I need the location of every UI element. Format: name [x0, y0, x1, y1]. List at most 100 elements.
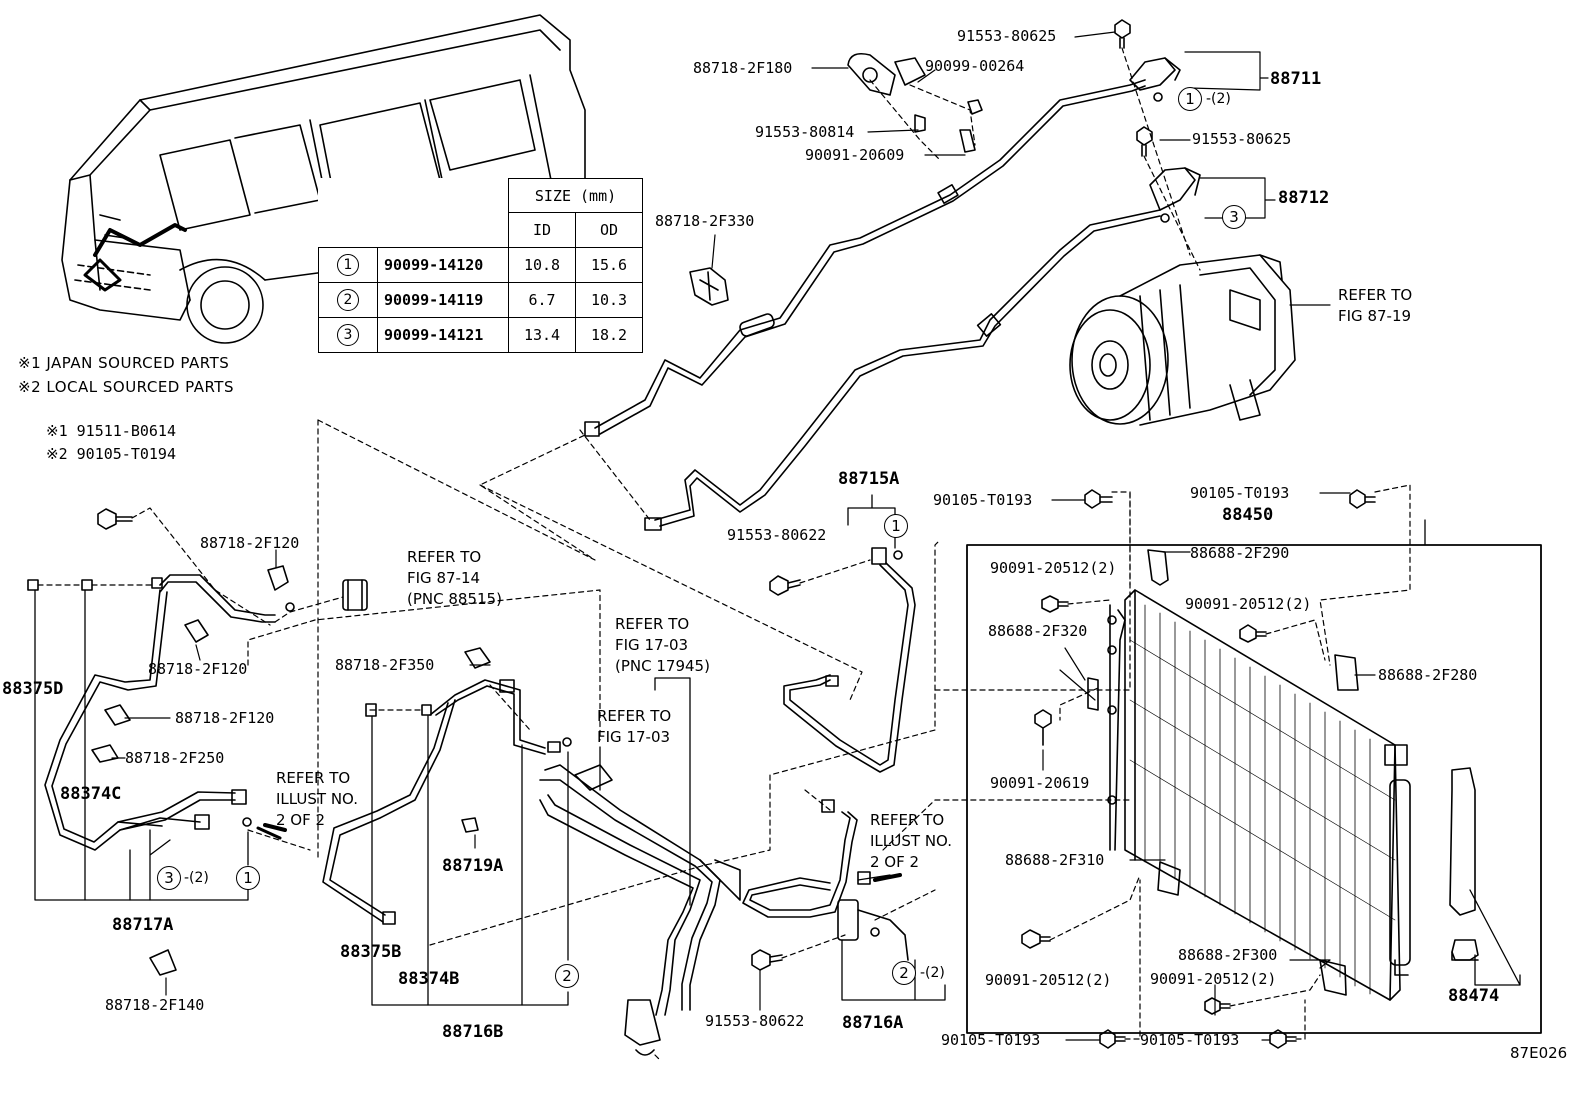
part-label[interactable]: 88716A: [842, 1013, 904, 1033]
part-label[interactable]: 88711: [1270, 69, 1322, 89]
col-od: OD: [575, 212, 643, 248]
part-label[interactable]: 88712: [1278, 188, 1330, 208]
part-label[interactable]: 90091-20609: [805, 146, 905, 164]
part-label[interactable]: 88718-2F180: [693, 59, 793, 77]
part-label[interactable]: 90091-20512(2): [985, 971, 1112, 989]
refer-label: REFER TO: [1338, 286, 1413, 304]
fitting-88711: [1129, 57, 1181, 102]
hose-88712: [584, 209, 1161, 531]
refer-label: REFER TO: [407, 548, 482, 566]
callout-3: 3: [157, 866, 181, 890]
part-label[interactable]: 88718-2F330: [655, 212, 755, 230]
bolts-condenser: [1021, 489, 1376, 1049]
pipe-88715A: [783, 547, 916, 773]
part-label[interactable]: 88450: [1222, 505, 1274, 525]
part-label[interactable]: 90105-T0193: [1190, 484, 1290, 502]
refer-label: REFER TO: [597, 707, 672, 725]
nuts-left: [27, 577, 163, 591]
hose-88711: [594, 79, 1146, 435]
qty-label: -(2): [184, 870, 209, 886]
table-row: 3 90099-14121 13.4 18.2: [318, 316, 643, 353]
part-label[interactable]: ※1 91511-B0614: [46, 422, 176, 440]
clamp-88718-2F330: [689, 267, 729, 306]
refer-label: REFER TO: [615, 615, 690, 633]
table-cell-od: 15.6: [575, 246, 643, 283]
part-label[interactable]: 88718-2F250: [125, 749, 225, 767]
bolt-91553-80622-b: [751, 934, 846, 1011]
filter-88474: [1449, 767, 1521, 986]
figure-id: 87E026: [1510, 1044, 1568, 1062]
part-label[interactable]: 88375D: [2, 679, 64, 699]
refer-label: ILLUST NO.: [276, 790, 359, 808]
part-label[interactable]: 88719A: [442, 856, 504, 876]
part-label[interactable]: 88688-2F280: [1378, 666, 1478, 684]
part-label[interactable]: 88718-2F350: [335, 656, 435, 674]
part-label[interactable]: 91553-80622: [705, 1012, 805, 1030]
refer-label: FIG 17-03: [615, 636, 689, 654]
part-label[interactable]: 90105-T0193: [1140, 1031, 1240, 1049]
part-label[interactable]: 91553-80625: [957, 27, 1057, 45]
callout-1: 1: [1178, 87, 1202, 111]
part-label[interactable]: 88688-2F320: [988, 622, 1088, 640]
table-cell-part: 90099-14119: [377, 281, 509, 318]
part-label[interactable]: 88374C: [60, 784, 122, 804]
refer-label: FIG 87-19: [1338, 307, 1412, 325]
part-label[interactable]: 90091-20512(2): [1150, 970, 1277, 988]
table-cell-od: 10.3: [575, 281, 643, 318]
size-header: SIZE (mm): [508, 178, 643, 213]
part-label[interactable]: 88375B: [340, 942, 402, 962]
refer-label: FIG 87-14: [407, 569, 481, 587]
hose-88374B: [322, 679, 572, 925]
callout-number: 1: [337, 253, 359, 276]
table-row: 1 90099-14120 10.8 15.6: [318, 246, 643, 283]
part-label[interactable]: 88716B: [442, 1022, 504, 1042]
leader-lines: [111, 31, 1376, 1041]
part-label[interactable]: 88718-2F120: [175, 709, 275, 727]
refer-label: FIG 17-03: [597, 728, 671, 746]
bolt-91553-80622-a: [769, 559, 871, 596]
part-label[interactable]: 91553-80622: [727, 526, 827, 544]
refer-label: REFER TO: [276, 769, 351, 787]
part-label[interactable]: 90091-20512(2): [1185, 595, 1312, 613]
part-label[interactable]: 90105-T0193: [941, 1031, 1041, 1049]
refer-label: 2 OF 2: [276, 811, 326, 829]
part-label[interactable]: 88718-2F140: [105, 996, 205, 1014]
refer-label: ILLUST NO.: [870, 832, 953, 850]
hose-size-table: SIZE (mm) ID OD 1 90099-14120 10.8 15.6 …: [318, 178, 643, 353]
qty-label: -(2): [1206, 91, 1231, 107]
table-cell-id: 6.7: [508, 281, 576, 318]
table-cell-id: 13.4: [508, 316, 576, 353]
callout-1: 1: [884, 514, 908, 538]
part-label[interactable]: 88688-2F310: [1005, 851, 1105, 869]
part-label[interactable]: 88717A: [112, 915, 174, 935]
part-label[interactable]: 88688-2F300: [1178, 946, 1278, 964]
part-label[interactable]: 88688-2F290: [1190, 544, 1290, 562]
part-label[interactable]: 91553-80814: [755, 123, 855, 141]
table-cell-part: 90099-14121: [377, 316, 509, 353]
condenser-frame: [966, 544, 1542, 1034]
bolt-91553-80625-b: [1136, 126, 1153, 157]
part-label[interactable]: 90091-20512(2): [990, 559, 1117, 577]
part-label[interactable]: 88718-2F120: [148, 660, 248, 678]
callout-2: 2: [892, 961, 916, 985]
part-label[interactable]: ※2 90105-T0194: [46, 445, 176, 463]
part-label[interactable]: 88374B: [398, 969, 460, 989]
note-japan: ※1 JAPAN SOURCED PARTS: [18, 354, 230, 372]
callout-1: 1: [236, 866, 260, 890]
part-label[interactable]: 90091-20619: [990, 774, 1090, 792]
fitting-88712: [1149, 167, 1201, 223]
col-id: ID: [508, 212, 576, 248]
pipe-88716A: [742, 789, 909, 961]
qty-label: -(2): [920, 965, 945, 981]
part-label[interactable]: 88718-2F120: [200, 534, 300, 552]
table-cell-od: 18.2: [575, 316, 643, 353]
part-label[interactable]: 88474: [1448, 986, 1500, 1006]
bolt-91553-80625-a: [1114, 19, 1131, 49]
part-label[interactable]: 90099-00264: [925, 57, 1025, 75]
condenser: [1107, 589, 1411, 1001]
part-label[interactable]: 91553-80625: [1192, 130, 1292, 148]
refer-label: REFER TO: [870, 811, 945, 829]
part-label[interactable]: 90105-T0193: [933, 491, 1033, 509]
part-label[interactable]: 88715A: [838, 469, 900, 489]
